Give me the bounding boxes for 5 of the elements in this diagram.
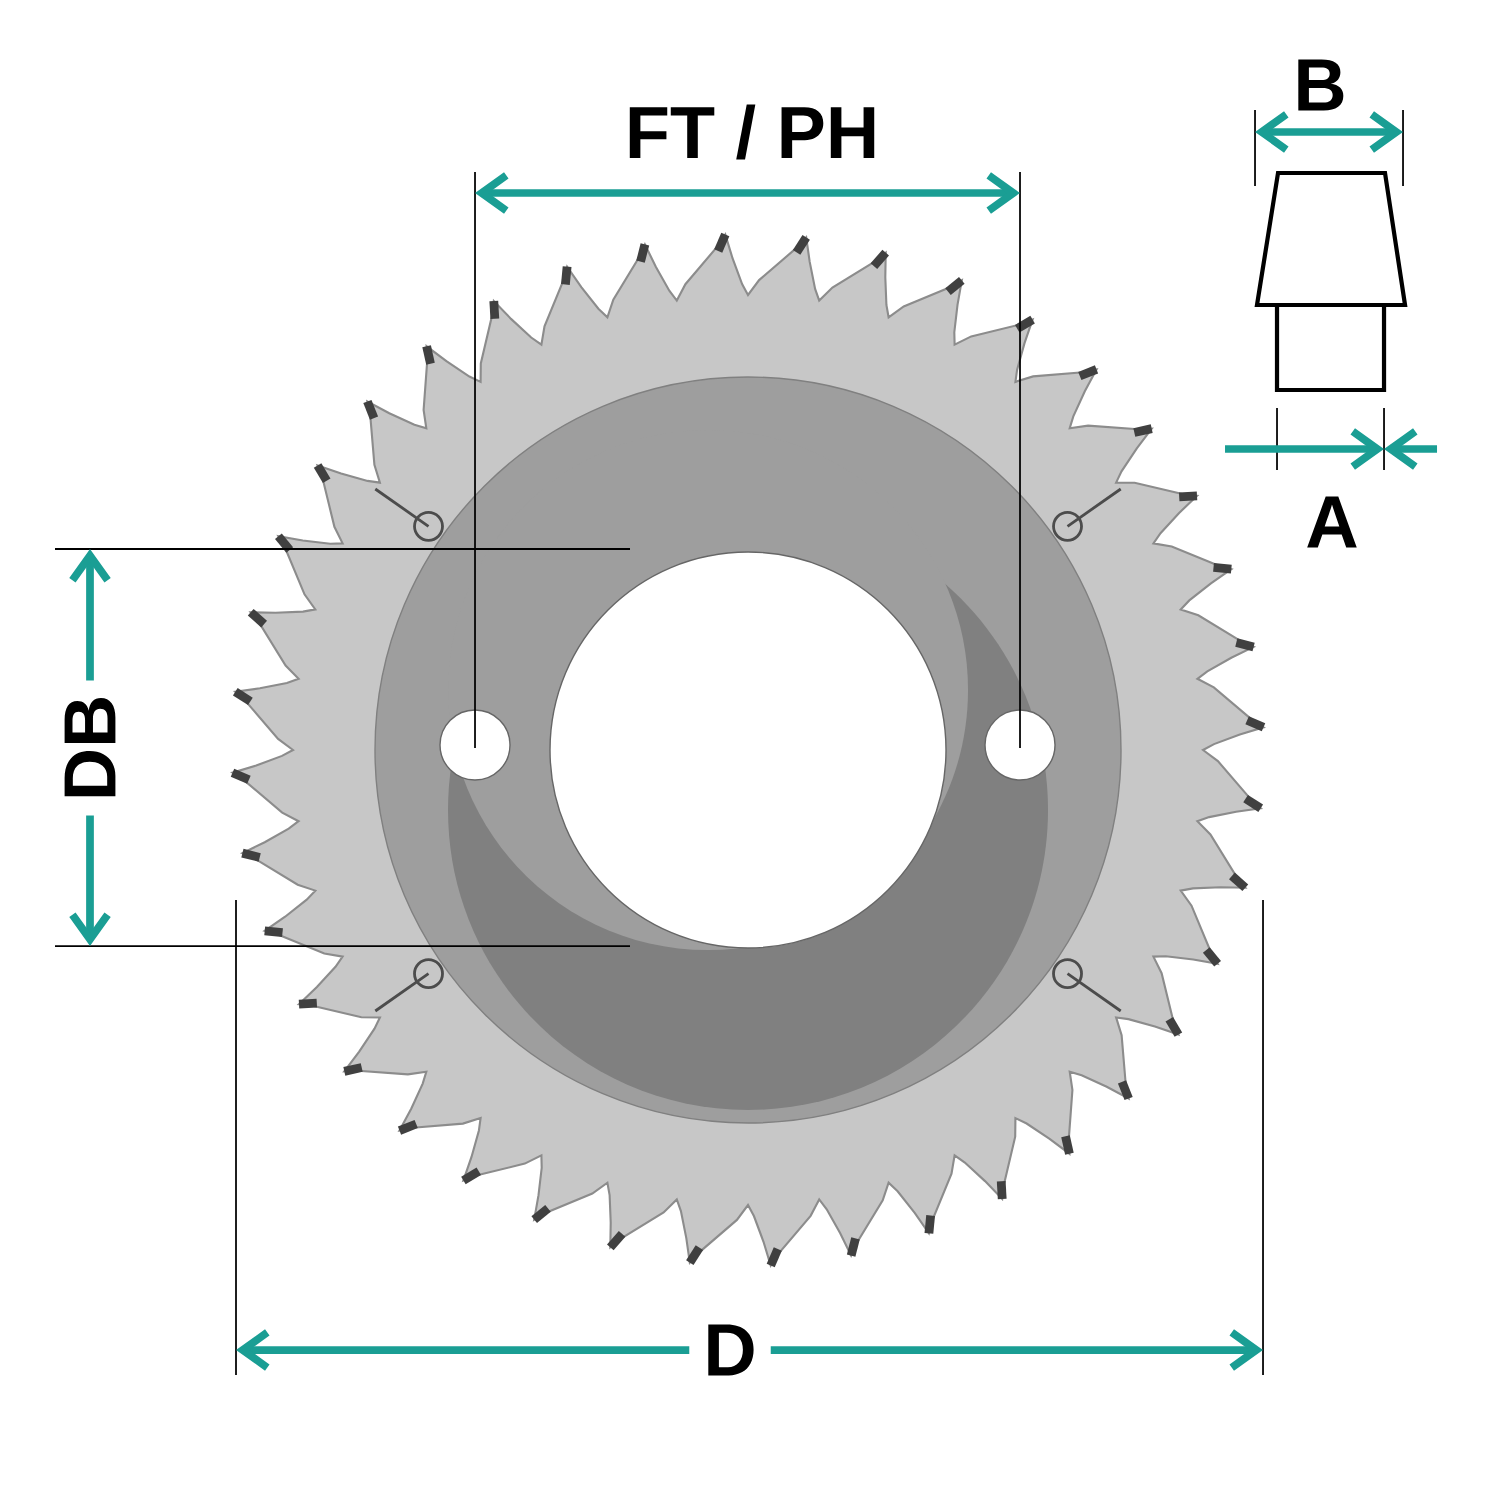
dimension-label: B	[1298, 59, 1344, 111]
dimension-label: A	[1307, 496, 1357, 548]
dimension-label: DB	[50, 680, 130, 816]
dimension-label: FT / PH	[629, 104, 875, 160]
dimension-label: D	[689, 1310, 771, 1390]
